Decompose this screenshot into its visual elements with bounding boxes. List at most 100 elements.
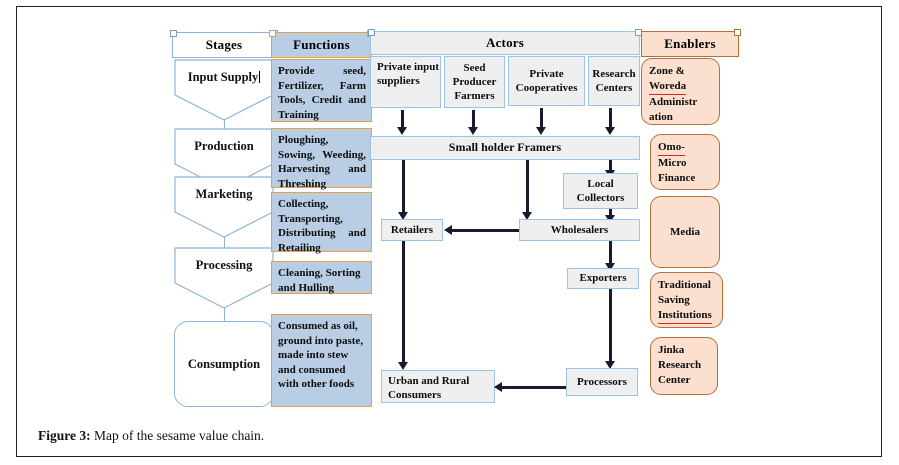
header-actors-label: Actors [485, 35, 525, 50]
header-stages[interactable]: Stages [170, 30, 278, 58]
arrow-down-icon [397, 127, 408, 135]
actor-private-input-suppliers[interactable]: Private input suppliers [370, 56, 441, 108]
enabler-media[interactable]: Media [650, 196, 720, 268]
actor-exporters[interactable]: Exporters [567, 268, 639, 289]
enabler-line: Jinka [658, 344, 685, 356]
enabler-line: Center [658, 373, 691, 386]
selection-handle[interactable] [269, 30, 276, 37]
figure-caption-text: Map of the sesame value chain. [90, 428, 265, 443]
flow-line [472, 110, 476, 129]
actor-smallholder-farmers[interactable]: Small holder Framers [370, 136, 640, 160]
actor-local-collectors[interactable]: Local Collectors [563, 173, 638, 209]
actor-label: Private Cooperatives [515, 67, 578, 94]
actor-private-cooperatives[interactable]: Private Cooperatives [508, 56, 585, 106]
enabler-line: Micro [658, 156, 687, 169]
stage-label: Production [194, 138, 254, 153]
flow-line [609, 289, 613, 364]
arrow-down-icon [605, 263, 616, 271]
flow-line [526, 160, 530, 214]
header-stages-label: Stages [205, 37, 243, 52]
flow-line [402, 160, 406, 214]
function-text: Provide seed, Fertilizer, Farm Tools, Cr… [278, 65, 366, 121]
function-text: Consumed as oil, ground into paste, made… [278, 320, 364, 391]
enabler-line-misspelled: Institutions [658, 308, 712, 324]
arrow-down-icon [605, 127, 616, 135]
actor-processors[interactable]: Processors [566, 368, 638, 396]
header-actors[interactable]: Actors [368, 29, 642, 55]
stage-label: Input Supply [187, 69, 259, 84]
header-functions[interactable]: Functions [269, 30, 374, 58]
flow-line [402, 241, 406, 367]
function-box-marketing[interactable]: Collecting, Transporting, Distributing a… [271, 192, 372, 254]
chevron-shape-icon [174, 59, 274, 121]
function-text: Ploughing, Sowing, Weeding, Harvesting a… [278, 134, 366, 190]
enabler-line-misspelled: Omo- [658, 140, 685, 156]
chevron-shape-icon [174, 247, 274, 309]
flow-line [609, 108, 613, 129]
arrow-down-icon [522, 212, 533, 220]
flow-line [502, 385, 566, 389]
stage-connector [223, 308, 225, 322]
enabler-line: Research [658, 358, 702, 371]
arrow-down-icon [398, 212, 409, 220]
actor-label: Processors [577, 375, 627, 388]
header-enablers-label: Enablers [664, 36, 716, 51]
actor-wholesalers[interactable]: Wholesalers [519, 219, 640, 241]
actor-label: Local Collectors [576, 177, 625, 204]
enabler-line: Administr [649, 95, 698, 108]
function-box-consumption[interactable]: Consumed as oil, ground into paste, made… [271, 314, 372, 407]
stage-consumption[interactable]: Consumption [174, 321, 274, 407]
function-box-production[interactable]: Ploughing, Sowing, Weeding, Harvesting a… [271, 128, 372, 190]
function-text: Collecting, Transporting, Distributing a… [278, 198, 366, 254]
figure-caption: Figure 3: Map of the sesame value chain. [38, 428, 264, 444]
stage-label: Consumption [187, 356, 261, 371]
actor-label: Retailers [390, 223, 434, 236]
stage-connector [223, 237, 225, 248]
flow-line [609, 209, 613, 218]
flow-line [609, 241, 613, 265]
actor-research-centers[interactable]: Research Centers [588, 56, 640, 106]
selection-handle[interactable] [734, 29, 741, 36]
actor-label: Urban and Rural Consumers [388, 375, 470, 402]
actor-retailers[interactable]: Retailers [381, 219, 443, 241]
actor-label: Exporters [579, 272, 627, 285]
actor-label: Small holder Framers [448, 140, 562, 155]
arrow-down-icon [468, 127, 479, 135]
enabler-omo-micro-finance[interactable]: Omo- Micro Finance [650, 134, 720, 190]
arrow-down-icon [536, 127, 547, 135]
stage-input-supply[interactable]: Input Supply [174, 59, 274, 121]
stage-label: Processing [195, 257, 253, 272]
enabler-zone-woreda-administration[interactable]: Zone & Woreda Administr ation [641, 58, 720, 125]
stage-connector [223, 120, 225, 129]
stage-processing[interactable]: Processing [174, 247, 274, 309]
function-box-processing[interactable]: Cleaning, Sorting and Hulling [271, 261, 372, 294]
enabler-line: Traditional [658, 279, 711, 291]
actor-seed-producer-farmers[interactable]: Seed Producer Farmers [444, 56, 505, 108]
enabler-line: ation [649, 110, 673, 123]
arrow-down-icon [605, 361, 616, 369]
enabler-jinka-research-center[interactable]: Jinka Research Center [650, 337, 718, 395]
arrow-left-icon [494, 381, 502, 392]
text-cursor [259, 71, 261, 83]
enabler-traditional-saving-institutions[interactable]: Traditional Saving Institutions [650, 272, 723, 328]
chevron-shape-icon [174, 176, 274, 238]
flow-line [452, 228, 519, 232]
actor-urban-rural-consumers[interactable]: Urban and Rural Consumers [381, 370, 495, 403]
actor-label: Seed Producer Farmers [452, 61, 497, 103]
selection-handle[interactable] [170, 30, 177, 37]
arrow-left-icon [444, 224, 452, 235]
function-box-input-supply[interactable]: Provide seed, Fertilizer, Farm Tools, Cr… [271, 59, 372, 122]
flow-line [540, 108, 544, 129]
stage-production[interactable]: Production [174, 128, 274, 190]
enabler-line: Zone & [649, 65, 685, 77]
actor-label: Wholesalers [550, 223, 609, 236]
stage-label: Marketing [195, 186, 253, 201]
selection-handle[interactable] [368, 29, 375, 36]
flow-line [609, 160, 613, 172]
enabler-line: Media [670, 225, 700, 238]
stage-marketing[interactable]: Marketing [174, 176, 274, 238]
actor-label: Research Centers [592, 67, 636, 94]
header-enablers[interactable]: Enablers [641, 29, 741, 57]
header-functions-label: Functions [293, 37, 350, 52]
